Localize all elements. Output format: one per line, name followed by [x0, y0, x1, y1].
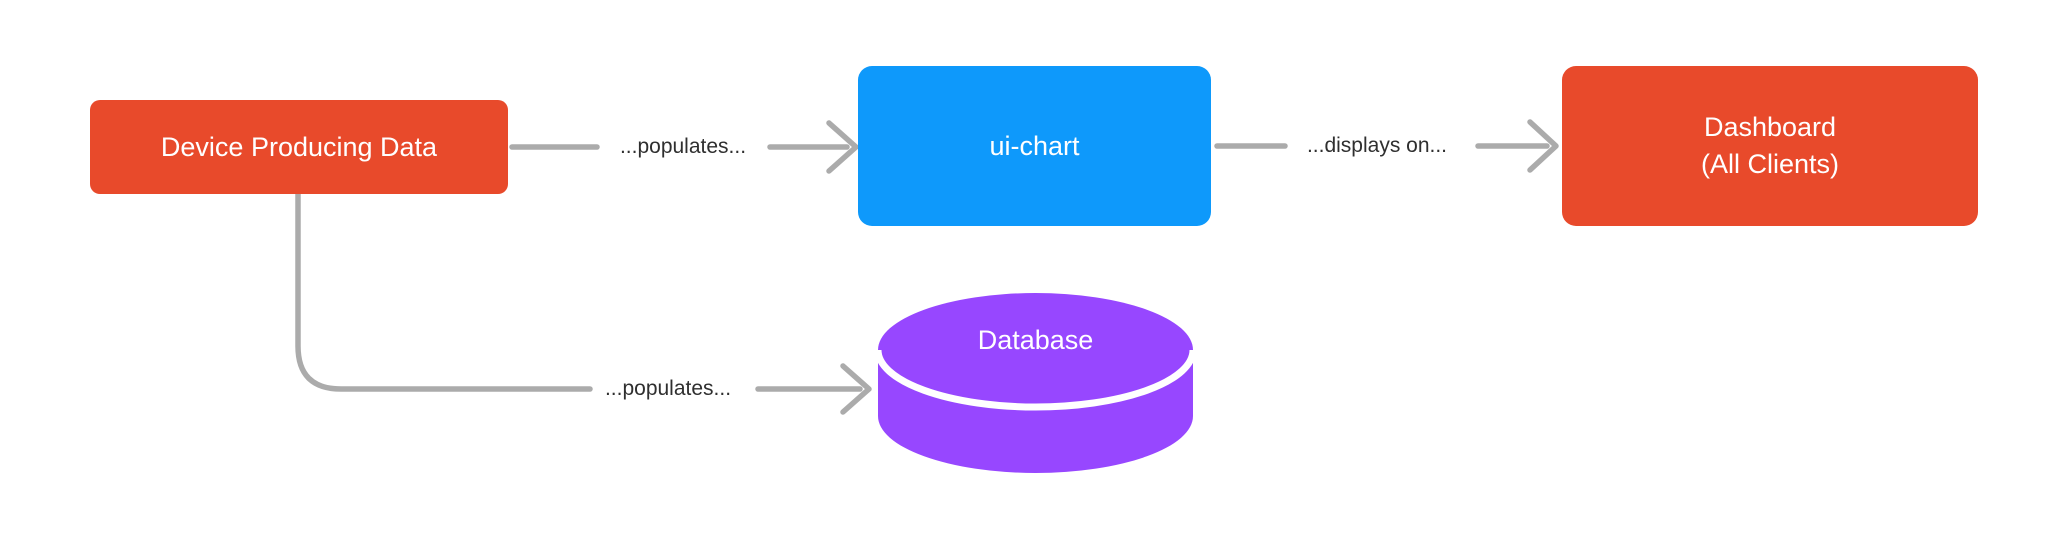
database-cylinder-lid [878, 293, 1193, 407]
arrowhead-icon [826, 120, 859, 174]
edge-label-populates-top: ...populates... [619, 135, 747, 158]
database-cylinder-divider [874, 349, 1197, 411]
database-cylinder-body [878, 350, 1193, 473]
database-cylinder-icon [874, 293, 1197, 473]
arrowhead-icon [840, 363, 872, 415]
node-dashboard-label-line2: (All Clients) [1700, 149, 1840, 179]
node-device-producing-data: Device Producing Data [90, 100, 508, 194]
node-ui-chart-label: ui-chart [989, 130, 1080, 161]
edge-label-displays-on: ...displays on... [1306, 134, 1448, 157]
node-dashboard-label-line1: Dashboard [1703, 112, 1837, 142]
node-database-label: Database [977, 325, 1094, 355]
node-device-label: Device Producing Data [160, 131, 438, 162]
node-dashboard: Dashboard (All Clients) [1562, 66, 1978, 226]
edge-device-to-database-curve [295, 191, 593, 392]
node-ui-chart: ui-chart [858, 66, 1211, 226]
edge-label-populates-bottom: ...populates... [604, 377, 732, 400]
arrowhead-icon [1527, 119, 1559, 173]
